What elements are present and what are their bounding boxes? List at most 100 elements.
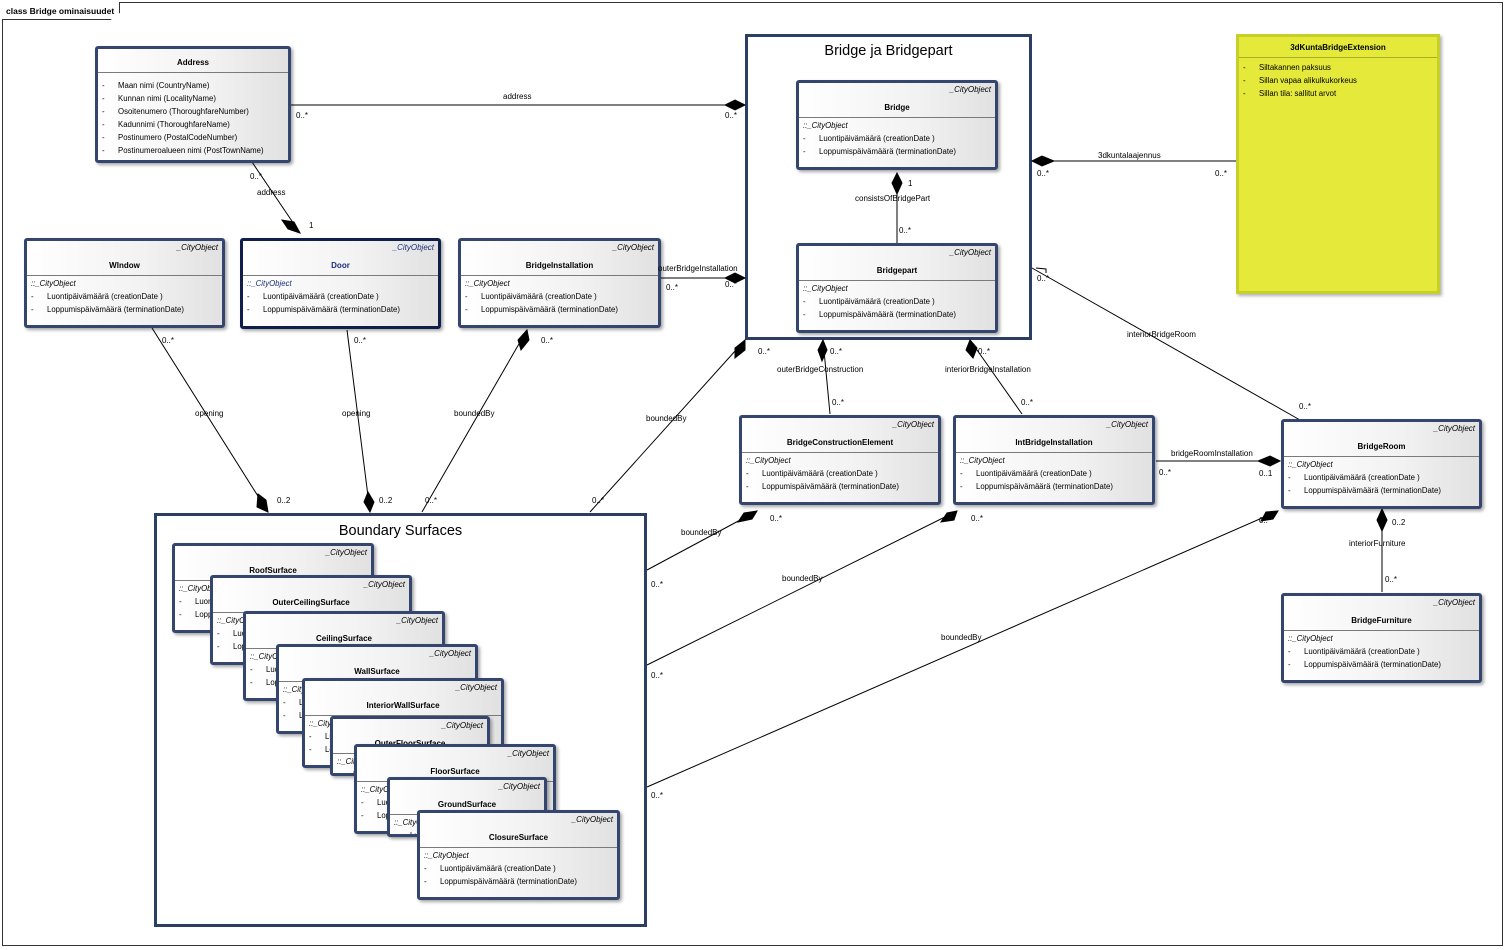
class-name: Bridge — [884, 103, 910, 112]
attribute: Loppumispäivämäärä (terminationDate) — [819, 147, 956, 156]
stereotype: _CityObject — [441, 721, 483, 730]
note-attribute: Sillan vapaa alikulkukorkeus — [1259, 76, 1357, 85]
class-name: ClosureSurface — [488, 833, 549, 842]
inherited-from: ::_CityObject — [746, 456, 791, 465]
multiplicity: 0..* — [666, 283, 679, 292]
multiplicity: 0..* — [1037, 169, 1050, 178]
multiplicity: 0..* — [770, 514, 783, 523]
package-title: Bridge ja Bridgepart — [824, 43, 953, 59]
label-boundedby: boundedBy — [782, 574, 823, 583]
multiplicity: 0..* — [651, 791, 664, 800]
label-opening: opening — [342, 409, 371, 418]
multiplicity: 0..2 — [277, 496, 291, 505]
class-name: OuterFloorSurface — [333, 719, 487, 753]
inherited-from: ::_CityObject — [179, 584, 224, 593]
label-address: address — [503, 92, 532, 101]
label-interiorfurniture: interiorFurniture — [1349, 539, 1406, 548]
multiplicity: 0..* — [830, 347, 843, 356]
label-boundedby: boundedBy — [646, 414, 687, 423]
class-name: RoofSurface — [249, 566, 297, 575]
inherited-from: ::_CityObject — [250, 652, 295, 661]
stereotype: _CityObject — [507, 749, 549, 758]
inherited-from: ::_CityObject — [960, 456, 1005, 465]
class-name: IntBridgeInstallation — [1015, 438, 1093, 447]
inherited-from: ::_CityObject — [31, 279, 76, 288]
inherited-from: ::_CityObject — [247, 279, 292, 288]
multiplicity: 0..* — [1021, 398, 1034, 407]
stereotype: _CityObject — [325, 548, 367, 557]
stereotype: _CityObject — [571, 815, 613, 824]
attribute: Kadunnimi (ThoroughfareName) — [118, 120, 230, 129]
class-name: BridgeInstallation — [525, 261, 594, 270]
attribute: Loppumispäivämäärä (terminationDate) — [1304, 660, 1441, 669]
attribute: Luontipäivämäärä (creationDate ) — [819, 297, 935, 306]
multiplicity: 0..2 — [379, 496, 393, 505]
class-name: Door — [331, 261, 350, 270]
attribute: Luontipäivämäärä (creationDate ) — [976, 469, 1092, 478]
multiplicity: 0..* — [971, 514, 984, 523]
multiplicity: 0..1 — [1259, 469, 1273, 478]
inherited-from: ::_CityObject — [394, 818, 540, 827]
label-boundedby: boundedBy — [681, 528, 722, 537]
class-name: OuterCeilingSurface — [272, 598, 350, 607]
label-outerbridgeinstallation: outerBridgeInstallation — [658, 264, 738, 273]
attribute: Luontipäivämäärä (creationDate ) — [762, 469, 878, 478]
stereotype: _CityObject — [455, 683, 497, 692]
multiplicity: 0..* — [651, 671, 664, 680]
multiplicity: 0..* — [354, 336, 367, 345]
inherited-from: ::_CityObject — [803, 284, 848, 293]
stereotype: _CityObject — [949, 248, 991, 257]
multiplicity: 0..* — [425, 496, 438, 505]
multiplicity: 1 — [309, 221, 314, 230]
multiplicity: 0..* — [592, 496, 605, 505]
multiplicity: 0..* — [651, 580, 664, 589]
class-name: InteriorWallSurface — [366, 701, 440, 710]
attribute: Maan nimi (CountryName) — [118, 81, 210, 90]
inherited-from: ::_CityObject — [803, 121, 848, 130]
class-name: BridgeRoom — [1357, 442, 1406, 451]
label-boundedby: boundedBy — [941, 633, 982, 642]
attribute: Loppumispäivämäärä (terminationDate) — [1304, 486, 1441, 495]
stereotype: _CityObject — [949, 85, 991, 94]
stereotype: _CityObject — [396, 616, 438, 625]
multiplicity: 0..* — [541, 336, 554, 345]
stereotype: _CityObject — [498, 782, 540, 791]
multiplicity: 0..* — [1299, 402, 1312, 411]
attribute: Loppumispäivämäärä (terminationDate) — [762, 482, 899, 491]
multiplicity: 1 — [908, 179, 913, 188]
note-3dkunta-bridge-extension[interactable]: 3dKuntaBridgeExtension -Siltakannen paks… — [1236, 34, 1440, 294]
multiplicity: 0..* — [832, 398, 845, 407]
multiplicity: 0..* — [1215, 169, 1228, 178]
label-interiorbridgeroom: interiorBridgeRoom — [1127, 330, 1196, 339]
attribute: Loppumispäivämäärä (terminationDate) — [481, 305, 618, 314]
attribute: Loppumispäivämäärä (terminationDate) — [819, 310, 956, 319]
class-address[interactable]: Address -Maan nimi (CountryName) -Kunnan… — [95, 46, 291, 163]
attribute: Luontipäivämäärä (creationDate ) — [440, 864, 556, 873]
attribute: Kunnan nimi (LocalityName) — [118, 94, 216, 103]
attribute: Luontipäivämäärä (creationDate ) — [263, 292, 379, 301]
class-name: CeilingSurface — [315, 634, 372, 643]
diagram-title: class Bridge ominaisuudet — [2, 2, 120, 20]
label-bridgeroominstallation: bridgeRoomInstallation — [1171, 449, 1253, 458]
attribute: Postinumero (PostalCodeNumber) — [118, 133, 238, 142]
multiplicity: 0..* — [899, 226, 912, 235]
label-boundedby: boundedBy — [454, 409, 495, 418]
multiplicity: 0..* — [725, 280, 738, 289]
stereotype: _CityObject — [892, 420, 934, 429]
label-3dkuntalaajennus: 3dkuntalaajennus — [1098, 151, 1161, 160]
multiplicity: 0..2 — [1392, 518, 1406, 527]
label-interiorbridgeinstallation: interiorBridgeInstallation — [945, 365, 1031, 374]
attribute: Luontipäivämäärä (creationDate ) — [1304, 647, 1420, 656]
